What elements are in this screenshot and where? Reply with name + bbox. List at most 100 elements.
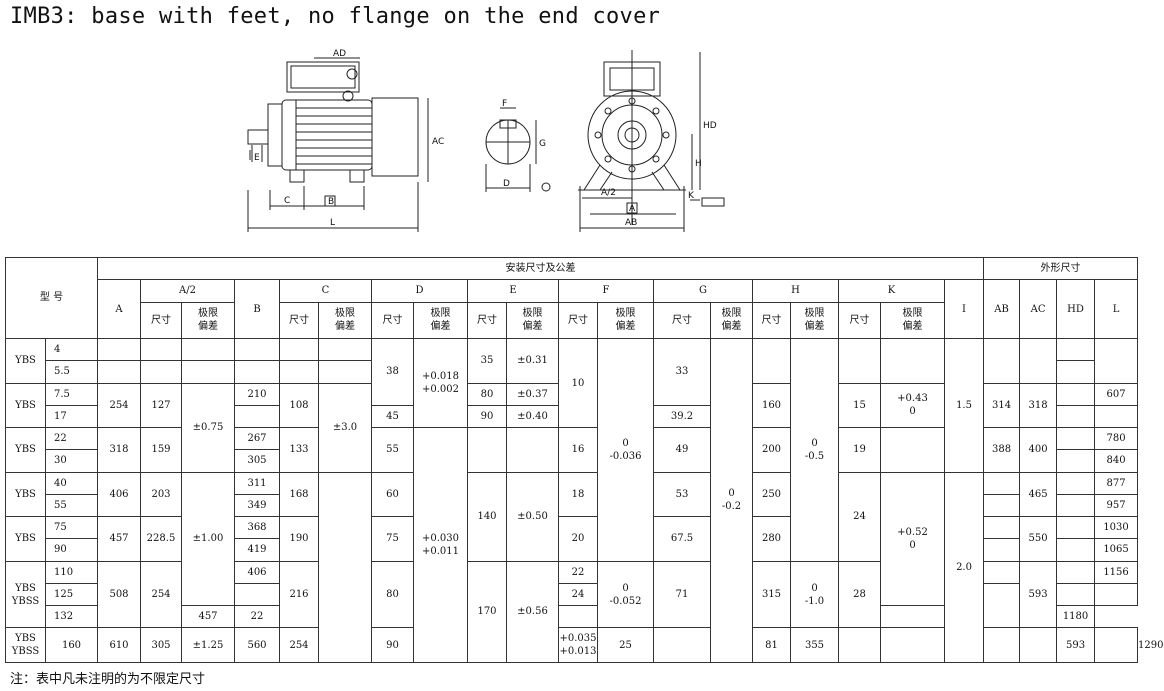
cell-A2: 127 <box>140 382 182 429</box>
cell-L: 1180 <box>1056 605 1096 629</box>
cell-L: 840 <box>1094 449 1139 473</box>
label-L: L <box>330 218 335 228</box>
cell-D-tol: +0.030+0.011 <box>413 427 468 663</box>
cell-D: 38 <box>371 337 414 406</box>
col-C: C <box>279 279 372 303</box>
cell-B: 560 <box>234 627 280 663</box>
sub-size: 尺寸 <box>752 301 791 339</box>
cell-C: 108 <box>279 382 319 429</box>
cell-A2: 305 <box>140 627 182 663</box>
model-power: 17 <box>45 404 98 429</box>
model-power: 75 <box>45 516 98 540</box>
model-power: 30 <box>45 449 98 473</box>
cell-AC: 465 <box>1019 471 1058 518</box>
col-I: I <box>943 279 985 339</box>
cell-A: 318 <box>97 427 141 473</box>
label-A: A <box>629 204 636 214</box>
cell-C: 254 <box>279 627 319 663</box>
sub-tol: 极限偏差 <box>597 301 654 339</box>
cell-F-tol: 0-0.052 <box>597 560 654 629</box>
cell-H: 280 <box>752 516 791 562</box>
cell-D: 45 <box>371 404 414 429</box>
cell-A2-tol: ±0.75 <box>181 382 235 473</box>
label-F: F <box>502 99 507 109</box>
col-AB: AB <box>983 279 1021 339</box>
cell-AC: 400 <box>1019 427 1058 473</box>
model-power: 90 <box>45 538 98 562</box>
cell-C: 216 <box>279 560 319 629</box>
cell-I: 1.5 <box>943 337 985 473</box>
cell-E: 90 <box>467 404 507 429</box>
cell-K: 15 <box>838 382 881 429</box>
model-power: 110 <box>45 560 98 584</box>
side-view-drawing: AD AC E C B L F G D HD H A/2 A AB K <box>247 49 725 232</box>
cell-F: 10 <box>558 337 598 429</box>
label-H: H <box>695 159 702 169</box>
cell-B: 406 <box>234 560 280 584</box>
cell-A2: 254 <box>140 560 182 629</box>
col-D: D <box>371 279 468 303</box>
cell-E: 35 <box>467 337 507 384</box>
cell-E: 140 <box>467 471 507 562</box>
label-G: G <box>539 139 546 149</box>
series-ybs: YBS <box>5 382 46 429</box>
cell-H: 315 <box>752 560 791 629</box>
cell-A2: 159 <box>140 427 182 473</box>
col-A: A <box>97 279 141 339</box>
cell-B: 267 <box>234 427 280 451</box>
cell-B: 349 <box>234 493 280 518</box>
cell-K: 28 <box>838 560 881 629</box>
label-AC: AC <box>432 137 444 147</box>
cell-AB: 314 <box>983 382 1021 429</box>
cell-L: 780 <box>1094 427 1139 451</box>
model-power: 160 <box>45 627 98 663</box>
sub-size: 尺寸 <box>279 301 319 339</box>
cell-D: 55 <box>371 427 414 473</box>
series-ybs: YBS <box>5 516 46 562</box>
cell-D: 60 <box>371 471 414 518</box>
label-C: C <box>284 196 290 206</box>
cell-F: 22 <box>234 605 280 629</box>
cell-H-tol: 0-0.5 <box>790 337 839 562</box>
col-B: B <box>234 279 280 339</box>
col-K: K <box>838 279 945 303</box>
cell-B: 457 <box>181 605 235 629</box>
cell-AC: 593 <box>1019 560 1058 629</box>
series-ybs: YBS <box>5 337 46 384</box>
cell-G: 71 <box>653 560 711 629</box>
col-F: F <box>558 279 654 303</box>
cell-D: 75 <box>371 516 414 562</box>
cell-A2: 228.5 <box>140 516 182 562</box>
model-power: 22 <box>45 427 98 451</box>
cell-F: 16 <box>558 427 598 473</box>
cell-C-tol: ±3.0 <box>318 382 372 473</box>
cell-H-tol: 0-1.0 <box>790 560 839 629</box>
cell-A2-tol: ±1.00 <box>181 471 235 607</box>
cell-L: 957 <box>1094 493 1139 518</box>
cell-AC: 593 <box>1056 627 1096 663</box>
cell-L: 1065 <box>1094 538 1139 562</box>
col-AC: AC <box>1019 279 1058 339</box>
cell-A2: 203 <box>140 471 182 518</box>
label-E: E <box>254 153 260 163</box>
cell-H: 200 <box>752 427 791 473</box>
cell-C: 168 <box>279 471 319 518</box>
cell-G: 39.2 <box>653 404 711 429</box>
cell-D: 80 <box>371 560 414 629</box>
sub-size: 尺寸 <box>140 301 182 339</box>
cell-G: 81 <box>752 627 791 663</box>
cell-F-tol: 0-0.036 <box>597 337 654 562</box>
cell-E-tol: ±0.50 <box>506 471 559 562</box>
cell-F: 18 <box>558 471 598 518</box>
sub-size: 尺寸 <box>371 301 414 339</box>
sub-tol: 极限偏差 <box>506 301 559 339</box>
cell-B: 368 <box>234 516 280 540</box>
cell-B: 210 <box>234 382 280 406</box>
label-D: D <box>503 179 510 189</box>
cell-E-tol: ±0.37 <box>506 382 559 406</box>
col-HD: HD <box>1056 279 1096 339</box>
sub-size: 尺寸 <box>653 301 711 339</box>
model-power: 55 <box>45 493 98 518</box>
sub-tol: 极限偏差 <box>318 301 372 339</box>
